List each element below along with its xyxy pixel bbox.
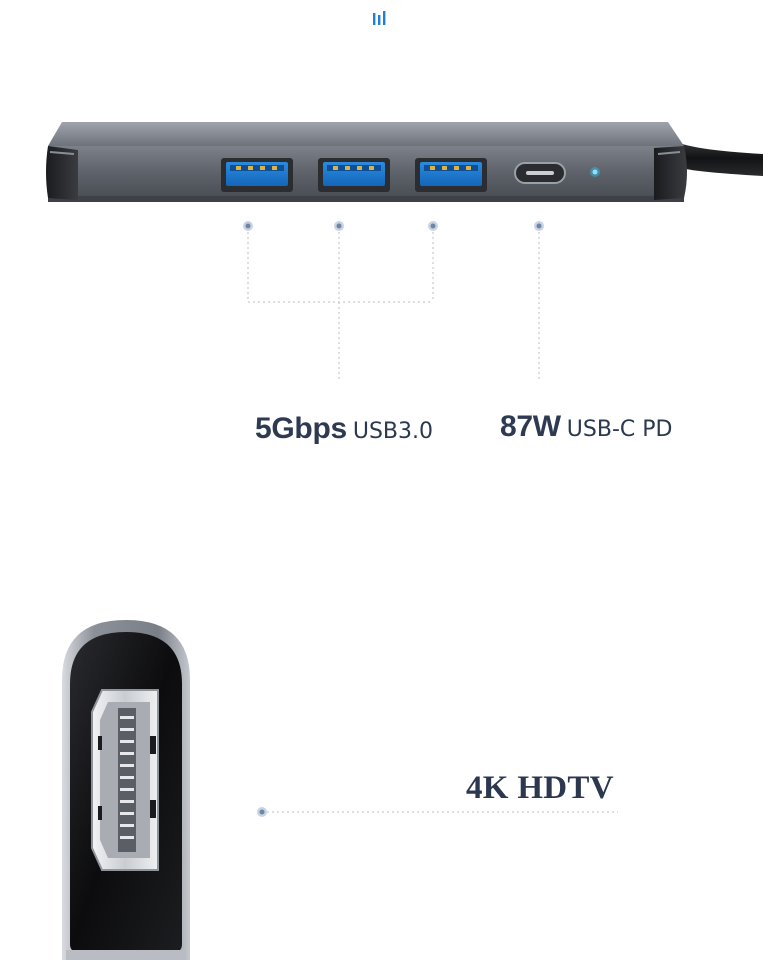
usb-leader-lines xyxy=(247,227,434,382)
hdmi-leader-line xyxy=(257,807,618,817)
hdmi-end-view xyxy=(62,620,190,960)
usb-a-port-2 xyxy=(318,158,390,192)
usb-c-port xyxy=(514,162,566,184)
hdmi-port-icon xyxy=(91,689,159,871)
usb-standard-text: USB3.0 xyxy=(352,419,434,444)
usb-speed-value: 5Gbps xyxy=(255,412,347,445)
brand-logo-icon xyxy=(373,11,386,25)
usbc-leader-line xyxy=(534,221,544,382)
pd-power-value: 87W xyxy=(500,410,561,443)
indicator-light xyxy=(590,167,600,177)
pd-standard-text: USB-C PD xyxy=(566,417,673,442)
usb-a-port-1 xyxy=(221,158,293,192)
hdmi-resolution-label: 4K HDTV xyxy=(466,770,614,806)
usb-a-port-3 xyxy=(415,158,487,192)
usb-leader-dots xyxy=(243,221,438,231)
